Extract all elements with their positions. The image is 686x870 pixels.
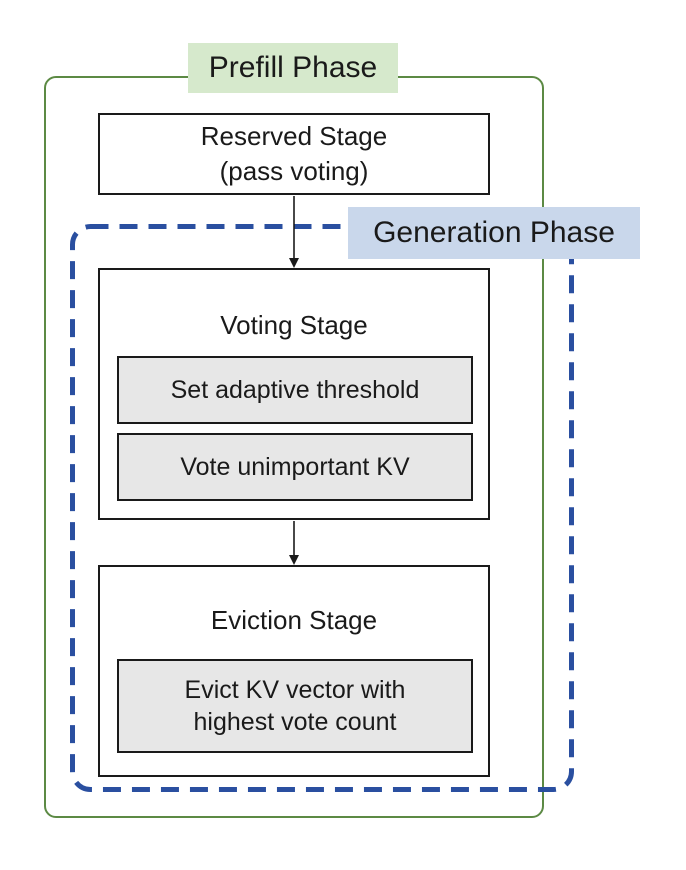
reserved-stage-subtitle: (pass voting) [219, 156, 369, 186]
generation-phase-frame [70, 224, 574, 792]
eviction-stage-title: Eviction Stage [210, 605, 378, 635]
voting-stage-box: Voting Stage Set adaptive threshold Vote… [98, 268, 490, 520]
step-vote-unimportant-kv: Vote unimportant KV [117, 433, 473, 501]
voting-stage-title: Voting Stage [220, 310, 368, 340]
prefill-phase-label: Prefill Phase [188, 43, 398, 93]
generation-phase-label: Generation Phase [348, 207, 640, 259]
step-evict-kv-vector: Evict KV vector with highest vote count [117, 659, 473, 753]
reserved-stage-title: Reserved Stage [200, 120, 388, 151]
eviction-stage-box: Eviction Stage Evict KV vector with high… [98, 565, 490, 777]
step-set-adaptive-threshold: Set adaptive threshold [117, 356, 473, 424]
reserved-stage-box: Reserved Stage (pass voting) [98, 113, 490, 195]
